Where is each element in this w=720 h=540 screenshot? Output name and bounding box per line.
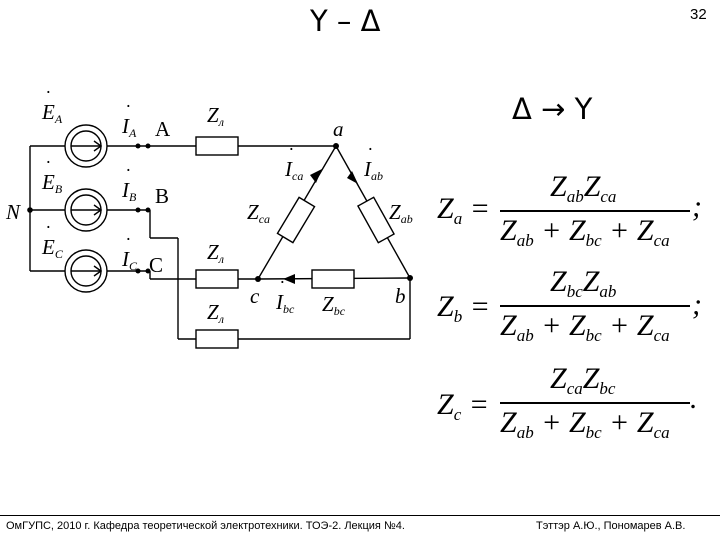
- section-title: Δ → Y: [512, 92, 593, 126]
- formula-za-fraction: ZabZca Zab + Zbc + Zca: [500, 170, 690, 250]
- formula-za-lhs: Za =: [437, 192, 490, 228]
- node-A-label: A: [155, 117, 171, 141]
- zl-label-b: Zл: [207, 300, 224, 326]
- impedance-zab: [356, 196, 396, 244]
- formula-zb-lhs: Zb =: [437, 290, 490, 326]
- arrow-ica: [310, 169, 322, 183]
- zab-label: Zab: [389, 200, 413, 226]
- neutral-label: N: [6, 200, 21, 224]
- footer-left: ОмГУПС, 2010 г. Кафедра теоретической эл…: [6, 520, 405, 532]
- arrow-ibc: [283, 274, 295, 284]
- page-number: 32: [690, 6, 707, 23]
- formula-zc-lhs: Zc =: [437, 388, 489, 424]
- impedance-zbc: [311, 269, 355, 289]
- zbc-label: Zbc: [322, 292, 346, 318]
- line-impedance-c: [195, 269, 239, 289]
- footer-divider: [0, 515, 720, 516]
- formula-zc-end: .: [690, 382, 698, 415]
- ica-label: Ica: [285, 157, 303, 184]
- current-a-label: IA: [122, 114, 136, 141]
- zl-label-c: Zл: [207, 240, 224, 266]
- formula-zc-fraction: ZcaZbc Zab + Zbc + Zca: [500, 362, 690, 442]
- slide-title: Y – Δ: [310, 4, 381, 38]
- ibc-label: Ibc: [276, 290, 294, 317]
- node-C-label: C: [149, 253, 164, 277]
- node-c-label: c: [250, 284, 260, 308]
- node-a-label: a: [333, 117, 344, 141]
- emf-a-label: EA: [42, 100, 62, 127]
- line-impedance-a: [195, 136, 239, 156]
- current-c-label: IC: [122, 247, 137, 274]
- current-b-label: IB: [122, 178, 136, 205]
- formula-za-end: ;: [692, 190, 702, 223]
- zl-label-a: Zл: [207, 103, 224, 129]
- formula-zb-fraction: ZbcZab Zab + Zbc + Zca: [500, 265, 690, 345]
- impedance-zca: [276, 196, 316, 244]
- iab-label: Iab: [364, 157, 383, 184]
- formula-zb-end: ;: [692, 288, 702, 321]
- arrow-iab: [347, 171, 358, 184]
- footer-right: Тэттэр А.Ю., Пономарев А.В.: [536, 520, 686, 532]
- node-B-label: B: [155, 184, 170, 208]
- node-b-label: b: [395, 284, 406, 308]
- zca-label: Zca: [247, 200, 271, 226]
- emf-c-label: EC: [42, 235, 63, 262]
- emf-b-label: EB: [42, 170, 62, 197]
- line-impedance-b: [195, 329, 239, 349]
